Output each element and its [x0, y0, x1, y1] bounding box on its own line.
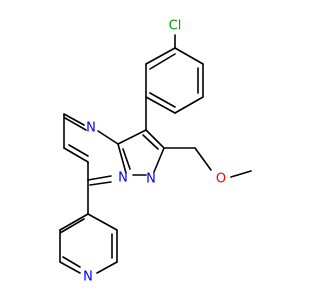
pyridinyl-ring	[59, 179, 118, 274]
atom-nitrogen-bridgehead: N	[118, 171, 128, 186]
atom-oxygen-ether: O	[216, 172, 226, 187]
molecule-diagram: Cl N N N O N	[59, 19, 252, 285]
structure-svg: Cl N N N O N	[59, 19, 252, 285]
methoxymethyl-group	[163, 147, 252, 178]
atom-chlorine: Cl	[169, 19, 182, 34]
atom-nitrogen-pyrazole: N	[146, 172, 156, 187]
fused-bicycle	[63, 113, 165, 186]
chlorophenyl-ring	[145, 34, 204, 131]
atom-nitrogen-pyridine: N	[83, 270, 93, 285]
atom-nitrogen-pyrimidine: N	[86, 121, 96, 136]
